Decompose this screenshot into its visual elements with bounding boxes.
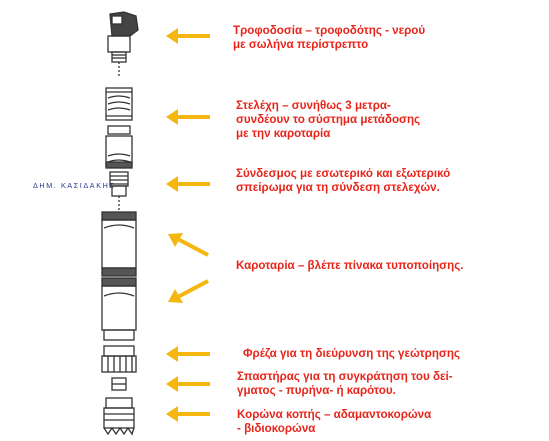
- drill-string-parts: [101, 11, 139, 436]
- arrow-feed: [166, 28, 210, 44]
- label-line: γματος - πυρήνα- ή καρότου.: [237, 384, 396, 397]
- label-line: - βιδιοκορώνα: [237, 422, 316, 435]
- label-core-barrel: Καροταρία – βλέπε πίνακα τυποποίησης.: [236, 259, 463, 273]
- label-core-lifter: Σπαστήρας για τη συγκράτηση του δεί- γμα…: [237, 370, 453, 398]
- arrow-core-barrel-upper: [168, 233, 209, 257]
- crown-part: [103, 397, 135, 436]
- water-swivel-part: [107, 11, 139, 78]
- label-reamer: Φρέζα για τη διεύρυνση της γεώτρησης: [243, 347, 460, 361]
- author-credit: ΔΗΜ. ΚΑΣΙΔΑΚΗΣ: [33, 181, 116, 190]
- label-line: Σπαστήρας για τη συγκράτηση του δεί-: [237, 370, 453, 383]
- rods-part: [105, 87, 133, 169]
- arrow-core-lifter: [166, 376, 210, 392]
- label-crown: Κορώνα κοπής – αδαμαντοκορώνα - βιδιοκορ…: [237, 408, 431, 436]
- arrow-crown: [166, 406, 210, 422]
- label-coupling: Σύνδεσμος με εσωτερικό και εξωτερικό σπε…: [236, 167, 450, 195]
- arrow-rods: [166, 109, 210, 125]
- label-feed: Τροφοδοσία – τροφοδότης - νερού με σωλήν…: [233, 24, 425, 52]
- label-line: Στελέχη – συνήθως 3 μετρα-: [236, 99, 391, 112]
- arrow-core-barrel-lower: [168, 279, 209, 303]
- label-line: Φρέζα για τη διεύρυνση της γεώτρησης: [243, 347, 460, 360]
- arrow-reamer: [166, 346, 210, 362]
- label-rods: Στελέχη – συνήθως 3 μετρα- συνδέουν το σ…: [236, 99, 420, 141]
- core-lifter-part: [111, 377, 127, 391]
- core-barrel-part: [101, 211, 137, 341]
- label-line: Σύνδεσμος με εσωτερικό και εξωτερικό: [236, 167, 451, 180]
- coupling-part: [109, 171, 129, 210]
- arrow-coupling: [166, 176, 210, 192]
- label-line: με σωλήνα περίστρεπτο: [233, 38, 369, 51]
- label-line: Τροφοδοσία – τροφοδότης - νερού: [233, 24, 426, 37]
- label-line: συνδέουν το σύστημα μετάδοσης: [236, 113, 421, 126]
- label-line: Κορώνα κοπής – αδαμαντοκορώνα: [237, 408, 432, 421]
- label-line: Καροταρία – βλέπε πίνακα τυποποίησης.: [236, 259, 464, 272]
- reamer-part: [101, 345, 137, 373]
- label-line: με την καροταρία: [236, 127, 331, 140]
- label-line: σπείρωμα για τη σύνδεση στελεχών.: [236, 181, 440, 194]
